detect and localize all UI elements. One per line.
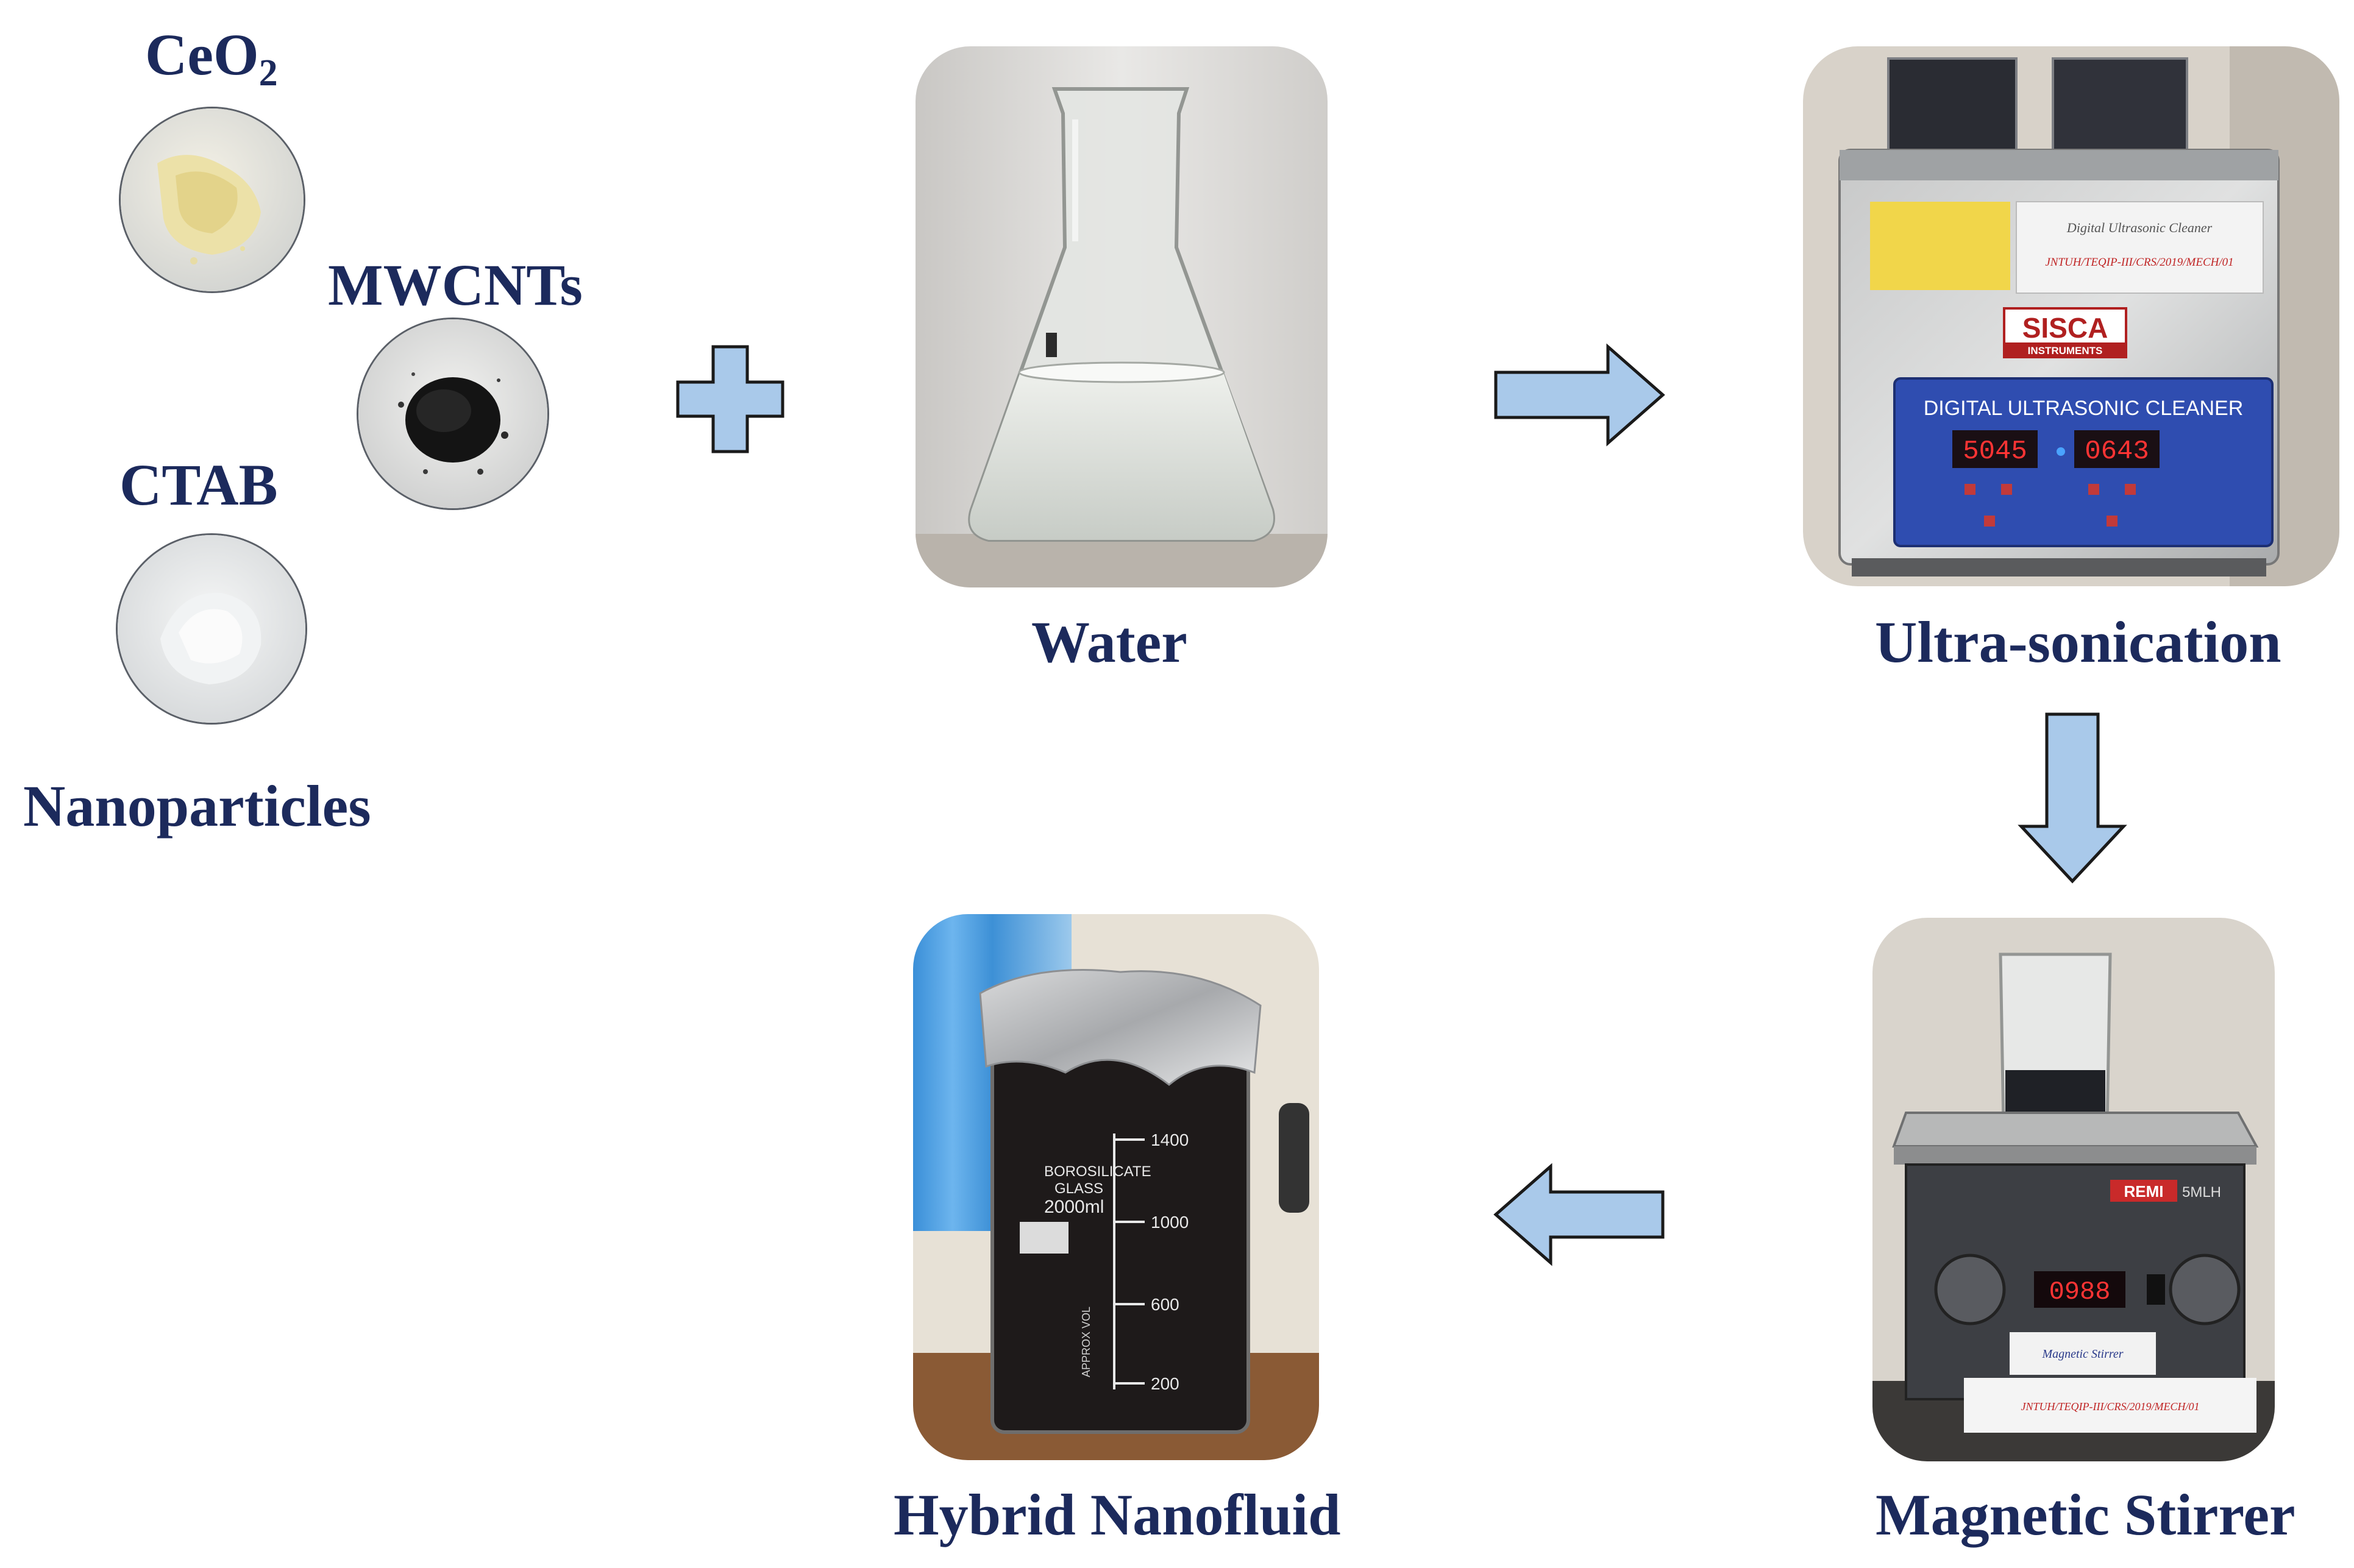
- ceo2-powder-image: [121, 108, 304, 291]
- plus-icon: [675, 344, 785, 454]
- cleaner-tag-id: JNTUH/TEQIP-III/CRS/2019/MECH/01: [2045, 256, 2233, 269]
- hybrid-nanofluid-image: BOROSILICATE GLASS 2000ml 1400 1000 600 …: [913, 914, 1319, 1460]
- arrow-left-icon: [1493, 1163, 1665, 1266]
- magnetic-stirrer-label: Magnetic Stirrer: [1876, 1482, 2295, 1547]
- cleaner-display-right: 0643: [2085, 436, 2149, 467]
- beaker-mark-200: 200: [1151, 1374, 1179, 1393]
- beaker-mark-1000: 1000: [1151, 1213, 1189, 1232]
- ultrasonication-label: Ultra-sonication: [1875, 609, 2281, 675]
- cleaner-panel-text: DIGITAL ULTRASONIC CLEANER: [1924, 397, 2244, 420]
- arrow-down-icon: [2018, 712, 2127, 884]
- arrow-right-icon: [1493, 343, 1665, 447]
- cleaner-tag-title: Digital Ultrasonic Cleaner: [2066, 220, 2213, 235]
- beaker-print-2: GLASS: [1054, 1180, 1103, 1197]
- beaker-mark-1400: 1400: [1151, 1130, 1189, 1149]
- mwcnts-powder-image: [358, 319, 547, 508]
- mwcnts-label: MWCNTs: [328, 252, 583, 318]
- cleaner-brand: SISCA: [2022, 312, 2108, 344]
- stirrer-display: 0988: [2049, 1277, 2111, 1307]
- beaker-print-3: 2000ml: [1044, 1197, 1104, 1217]
- ceo2-label: CeO2: [145, 22, 278, 94]
- beaker-approx: APPROX VOL: [1080, 1307, 1092, 1377]
- ultrasonic-cleaner-image: Digital Ultrasonic Cleaner JNTUH/TEQIP-I…: [1803, 46, 2339, 586]
- cleaner-brand-sub: INSTRUMENTS: [2028, 345, 2103, 357]
- beaker-mark-600: 600: [1151, 1295, 1179, 1314]
- stirrer-model: 5MLH: [2182, 1184, 2221, 1201]
- stirrer-tag-id: JNTUH/TEQIP-III/CRS/2019/MECH/01: [2021, 1400, 2200, 1413]
- ctab-powder-image: [118, 535, 305, 723]
- water-label: Water: [1031, 609, 1187, 675]
- hybrid-nanofluid-label: Hybrid Nanofluid: [894, 1482, 1341, 1547]
- nanoparticles-label: Nanoparticles: [23, 773, 371, 839]
- beaker-print-1: BOROSILICATE: [1044, 1163, 1151, 1180]
- cleaner-display-left: 5045: [1963, 436, 2027, 467]
- stirrer-tag-title: Magnetic Stirrer: [2041, 1347, 2123, 1361]
- ctab-label: CTAB: [119, 452, 278, 517]
- stirrer-brand: REMI: [2124, 1182, 2164, 1201]
- water-flask-image: [916, 46, 1328, 587]
- magnetic-stirrer-image: REMI 5MLH 0988 Magnetic Stirrer JNTUH/TE…: [1872, 918, 2275, 1461]
